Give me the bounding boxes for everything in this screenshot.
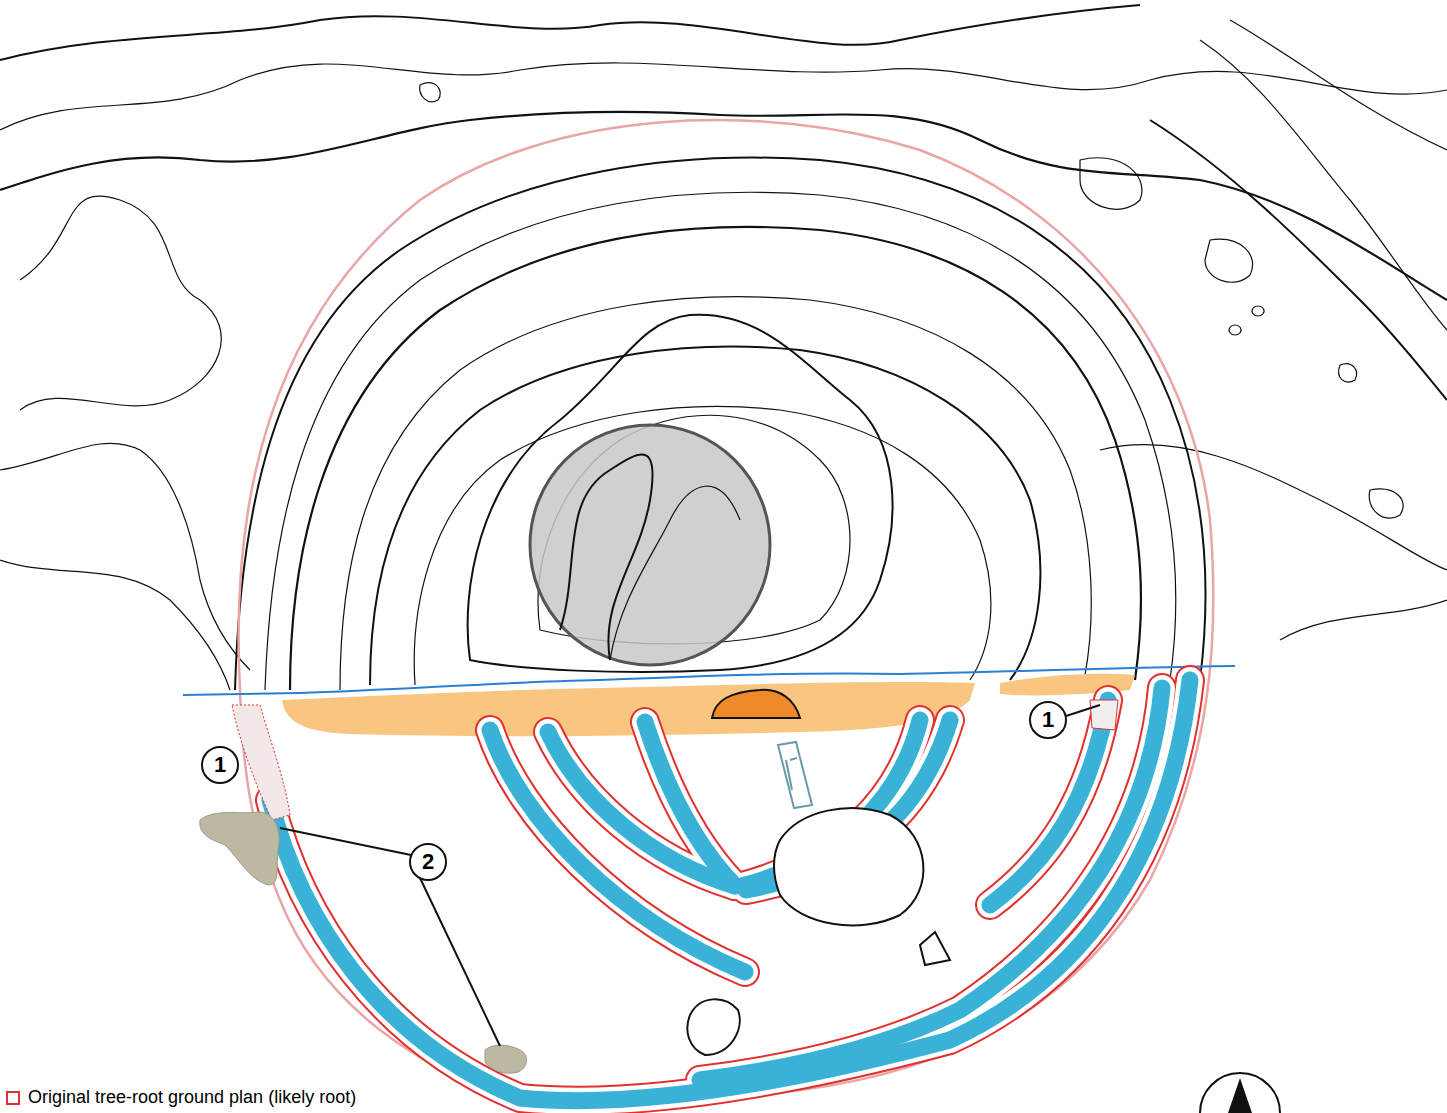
callout-number: 2 bbox=[422, 851, 434, 873]
callout-number: 1 bbox=[1042, 709, 1054, 731]
legend-swatch bbox=[6, 1091, 20, 1105]
legend-text: Original tree-root ground plan (likely r… bbox=[28, 1088, 356, 1108]
callout-number: 1 bbox=[214, 754, 226, 776]
